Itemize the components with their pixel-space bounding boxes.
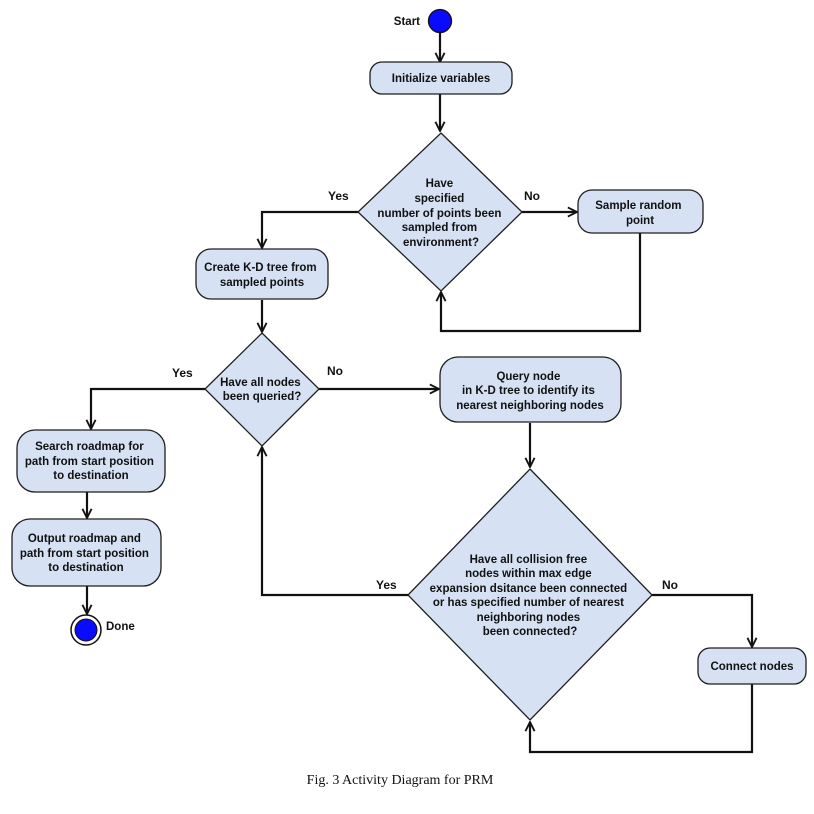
done-label: Done — [106, 621, 135, 633]
node-initialize-label: Initialize variables — [392, 73, 490, 85]
decision-points-sampled-label: Have specified number of points been sam… — [377, 178, 504, 249]
decision-nodes-queried-label: Have all nodes been queried? — [220, 377, 304, 403]
node-sample-random-point: Sample random point — [577, 189, 704, 234]
decision-collision-free-label: Have all collision free nodes within max… — [430, 554, 631, 638]
node-initialize-variables: Initialize variables — [369, 61, 513, 95]
edge-sample-loop-back — [441, 233, 642, 333]
decision-collision-free: Have all collision free nodes within max… — [376, 468, 678, 721]
edge-connect-loop-back — [530, 684, 754, 754]
edge-decision3-yes — [262, 447, 408, 597]
start-label: Start — [394, 16, 420, 28]
decision-points-sampled-no: No — [524, 189, 540, 203]
edge-decision2-yes — [91, 387, 205, 429]
decision-points-sampled-yes: Yes — [328, 189, 349, 203]
edge-decision1-yes — [262, 210, 358, 248]
node-create-kd-label: Create K-D tree from sampled points — [204, 262, 320, 289]
node-search-roadmap: Search roadmap for path from start posit… — [16, 429, 166, 493]
start-node: Start — [394, 8, 453, 34]
decision-collision-free-yes: Yes — [376, 578, 397, 592]
node-output-roadmap: Output roadmap and path from start posit… — [11, 518, 162, 587]
node-sample-random-label: Sample random point — [595, 200, 684, 227]
node-output-roadmap-label: Output roadmap and path from start posit… — [20, 533, 152, 574]
decision-nodes-queried-no: No — [327, 364, 343, 378]
start-circle — [427, 8, 453, 34]
edges — [87, 33, 754, 754]
decision-collision-free-no: No — [662, 578, 678, 592]
edge-decision3-no — [652, 593, 752, 647]
node-connect-nodes: Connect nodes — [697, 647, 807, 685]
done-inner-dot — [74, 618, 98, 642]
node-query-node: Query node in K-D tree to identify its n… — [439, 356, 622, 423]
node-connect-nodes-label: Connect nodes — [710, 661, 793, 673]
decision-nodes-queried: Have all nodes been queried? Yes No — [172, 332, 343, 447]
node-search-roadmap-label: Search roadmap for path from start posit… — [25, 441, 157, 482]
node-create-kd-tree: Create K-D tree from sampled points — [195, 248, 329, 300]
figure-caption: Fig. 3 Activity Diagram for PRM — [307, 773, 494, 788]
decision-nodes-queried-yes: Yes — [172, 366, 193, 380]
decision-points-sampled: Have specified number of points been sam… — [328, 132, 540, 292]
node-query-node-label: Query node in K-D tree to identify its n… — [456, 371, 604, 412]
done-node: Done — [70, 614, 135, 646]
